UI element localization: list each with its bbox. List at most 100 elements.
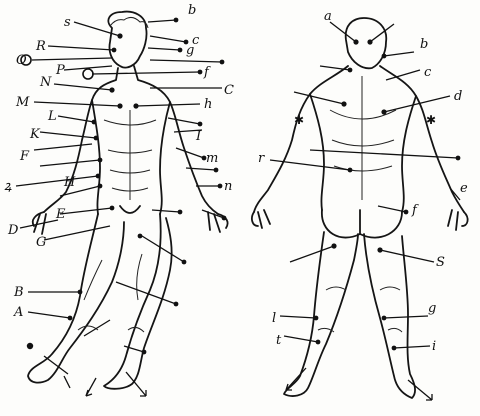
leader-dot <box>381 109 386 114</box>
label-f: f <box>203 65 211 80</box>
leader-line <box>92 72 200 74</box>
label-l: l <box>272 311 276 326</box>
label-c2: c <box>424 65 432 80</box>
leader-line <box>40 160 100 166</box>
leader-line <box>20 220 58 228</box>
leader-line <box>286 368 306 390</box>
back-left-outline <box>254 66 348 212</box>
leader-line <box>380 250 434 262</box>
leader-line <box>40 132 96 138</box>
leader-line <box>74 22 120 36</box>
leader-line <box>28 312 70 318</box>
leader-line <box>64 376 70 388</box>
front-head <box>108 12 146 68</box>
leader-line <box>148 20 176 22</box>
back-muscles <box>330 76 396 200</box>
leader-line <box>48 46 114 50</box>
leader-line <box>34 144 92 150</box>
leader-line <box>142 236 184 262</box>
label-s: s <box>64 15 71 30</box>
leader-line <box>60 208 112 214</box>
leader-dot <box>174 302 179 307</box>
label-O: O <box>16 53 27 68</box>
leader-dot <box>341 101 346 106</box>
leader-dot <box>98 158 103 163</box>
leader-dot <box>348 68 353 73</box>
back-left-leg <box>284 232 358 396</box>
leader-line <box>330 22 356 42</box>
back-leader-dots <box>314 39 461 350</box>
label-g2: g <box>428 301 436 316</box>
leader-line <box>384 316 428 318</box>
leader-dot <box>198 70 203 75</box>
leader-dot <box>377 247 382 252</box>
leader-dot <box>382 54 387 59</box>
label-t: t <box>276 333 282 348</box>
front-torso-muscles <box>104 110 156 200</box>
leader-line <box>384 52 414 56</box>
label-M: M <box>15 95 30 110</box>
leader-dot <box>98 184 103 189</box>
leader-dot <box>348 168 353 173</box>
leader-dot <box>178 48 183 53</box>
leader-line <box>32 58 112 60</box>
leader-dot <box>138 234 143 239</box>
label-I: I <box>195 129 202 144</box>
leader-dot <box>392 346 397 351</box>
front-figure: s b c R P g O N f C M h L K F I m H ꝝ n … <box>4 3 234 396</box>
back-figure: ✱ ✱ a b c d r f e S g t i l <box>252 9 468 400</box>
leader-line <box>152 210 180 212</box>
back-left-hand <box>252 210 270 228</box>
label-r: r <box>258 151 265 166</box>
leader-dot <box>316 340 321 345</box>
leader-dot <box>110 206 115 211</box>
leader-line <box>136 104 200 106</box>
leader-dot <box>456 156 461 161</box>
leader-line <box>290 246 334 262</box>
label-H: H <box>63 175 76 190</box>
front-labels: s b c R P g O N f C M h L K F I m H ꝝ n … <box>4 3 234 320</box>
label-z: ꝝ <box>4 179 12 194</box>
leader-dot <box>112 48 117 53</box>
leader-line <box>44 226 110 240</box>
back-buttocks <box>322 210 402 238</box>
leader-dot <box>314 316 319 321</box>
leader-dot <box>78 290 83 295</box>
leader-line <box>34 102 120 106</box>
front-torso-left <box>92 100 100 214</box>
front-leg-muscles <box>78 254 144 332</box>
star-marker: ✱ <box>294 113 304 127</box>
leader-dot <box>178 210 183 215</box>
ring-marker <box>83 69 93 79</box>
label-L: L <box>47 109 57 124</box>
back-head <box>346 18 387 68</box>
label-d: d <box>454 89 462 104</box>
label-B: B <box>13 285 24 300</box>
leader-dot <box>222 216 227 221</box>
label-e: e <box>460 181 468 196</box>
label-K: K <box>29 127 41 142</box>
leader-line <box>148 48 180 50</box>
leader-line <box>386 70 420 80</box>
leader-line <box>150 36 186 42</box>
leader-dot <box>96 174 101 179</box>
label-b2: b <box>420 37 428 52</box>
label-m: m <box>206 151 218 166</box>
front-torso-right <box>160 102 170 214</box>
leader-dot <box>367 39 372 44</box>
leader-dot <box>331 243 336 248</box>
leader-line <box>294 92 344 104</box>
label-h: h <box>204 97 212 112</box>
label-A: A <box>13 305 23 320</box>
front-right-hand <box>208 212 228 232</box>
back-torso-right <box>402 96 416 212</box>
leader-dot <box>214 168 219 173</box>
leader-line <box>394 346 430 348</box>
label-D: D <box>7 223 19 238</box>
leader-line <box>150 60 222 62</box>
leader-line <box>16 176 98 186</box>
label-R: R <box>35 39 46 54</box>
leader-dot <box>142 350 147 355</box>
label-P: P <box>55 63 65 78</box>
